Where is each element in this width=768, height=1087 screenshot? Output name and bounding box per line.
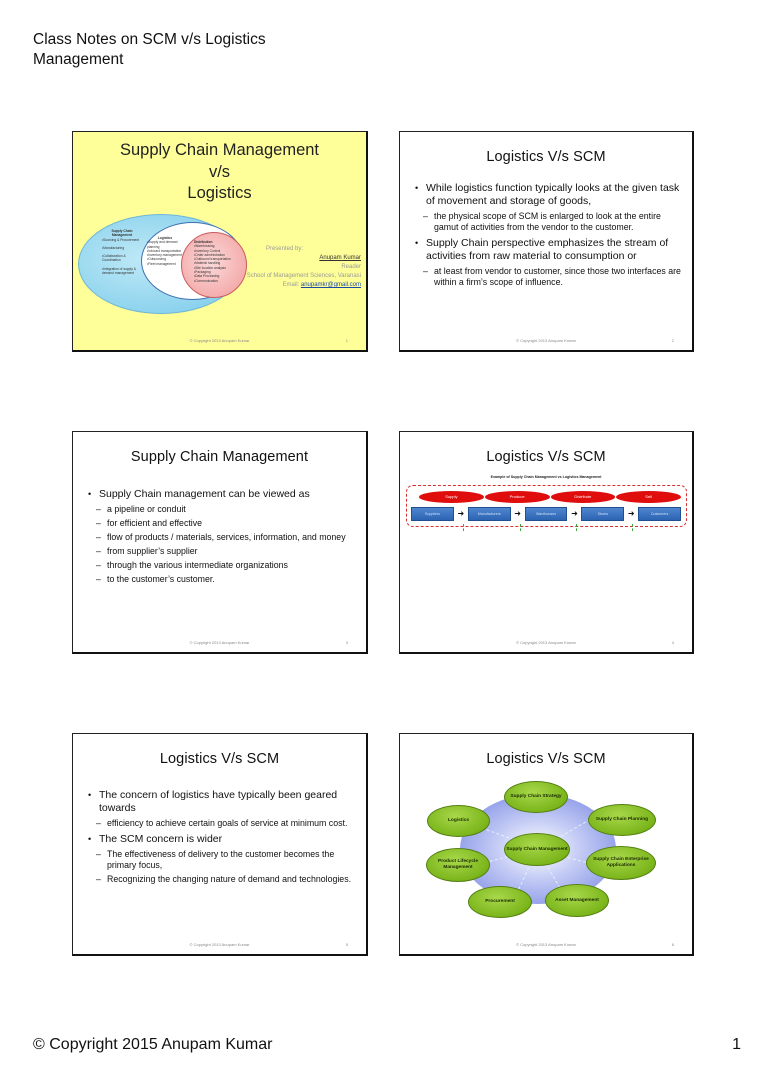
venn-outer-label: Supply Chain Management •Sourcing & Proc… <box>102 229 140 276</box>
sub-bullet: –The effectiveness of delivery to the cu… <box>96 849 335 870</box>
slide-title: Supply Chain Management <box>130 449 309 465</box>
title-line: Logistics <box>187 184 252 202</box>
slide-6: Logistics V/s SCM Supply Chain Managemen… <box>399 733 694 956</box>
bullet: Supply Chain perspective emphasizes the … <box>415 237 682 263</box>
bullet: The SCM concern is wider <box>88 833 356 846</box>
entity-customers: Customers <box>638 507 682 521</box>
presenter-name[interactable]: Anupam Kumar <box>319 255 361 261</box>
node-supply-chain-management: Supply Chain Management <box>504 833 570 866</box>
venn-inner-label: Distribution •Warehousing •Inventory Con… <box>194 240 231 283</box>
sub-bullet: –the physical scope of SCM is enlarged t… <box>423 211 661 232</box>
page-footer: © Copyright 2015 Anupam Kumar 1 <box>33 1036 741 1054</box>
tick-icon <box>576 524 577 531</box>
sub-bullet: –a pipeline or conduit <box>96 504 186 514</box>
arrow-right-icon: ➜ <box>627 509 635 518</box>
node-logistics: Logistics <box>427 805 490 837</box>
stage-produce: Produce <box>484 491 550 503</box>
entity-warehouses: Warehouses <box>524 507 568 521</box>
logistics-ticks <box>400 524 692 532</box>
title-line: v/s <box>208 162 231 181</box>
stage-sell: Sell <box>616 491 681 503</box>
sub-bullet: –to the customer’s customer. <box>96 574 215 584</box>
entity-manufacturers: Manufacturers <box>467 507 511 521</box>
diagram-caption: Example of Supply Chain Management vs Lo… <box>490 475 602 479</box>
node-supply-chain-strategy: Supply Chain Strategy <box>504 781 568 813</box>
presenter-school: School of Management Sciences, Varanasi <box>246 273 361 279</box>
stage-row: Supply Produce Distribute Sell <box>419 491 681 503</box>
slide-footer: © Copyright 2013 Anupam Kumar 3 <box>189 640 348 645</box>
presented-by: Presented by: <box>265 246 303 252</box>
bullet-list: While logistics function typically looks… <box>415 178 682 288</box>
footer-copyright: © Copyright 2015 Anupam Kumar <box>33 1036 273 1053</box>
node-enterprise-applications: Supply Chain Enterprise Applications <box>586 846 656 880</box>
arrow-right-icon: ➜ <box>514 509 521 518</box>
sub-bullet: –at least from vendor to customer, since… <box>423 266 681 287</box>
sub-bullet: –through the various intermediate organi… <box>96 560 288 570</box>
slide-footer: © Copyright 2013 Anupam Kumar 5 <box>189 942 348 947</box>
slide-3: Supply Chain Management Supply Chain man… <box>72 431 368 654</box>
presenter-email: Email: anupamkr@gmail.com <box>282 282 361 288</box>
stage-supply: Supply <box>419 491 484 503</box>
sub-bullet: –from supplier’s supplier <box>96 546 198 556</box>
presenter-block: Presented by: Anupam Kumar Reader School… <box>247 245 361 290</box>
venn-inner-circle <box>181 232 247 298</box>
entity-row: Suppliers ➜ Manufacturers ➜ Warehouses ➜… <box>411 507 682 521</box>
slide-footer: © Copyright 2013 Anupam Kumar 1 <box>189 338 348 343</box>
tick-icon <box>463 524 464 531</box>
slide-1: Supply Chain Management v/s Logistics Su… <box>72 131 368 352</box>
presenter-role: Reader <box>341 264 361 270</box>
bullet: Supply Chain management can be viewed as <box>88 488 356 501</box>
sub-bullet: –for efficient and effective <box>96 518 203 528</box>
sub-bullet: –flow of products / materials, services,… <box>96 532 346 542</box>
slide-5: Logistics V/s SCM The concern of logisti… <box>72 733 368 956</box>
slide-footer: © Copyright 2013 Anupam Kumar 4 <box>516 640 674 645</box>
stage-distribute: Distribute <box>550 491 616 503</box>
slide-footer: © Copyright 2013 Anupam Kumar 6 <box>516 942 674 947</box>
slide-4: Logistics V/s SCM Example of Supply Chai… <box>399 431 694 654</box>
slide-title: Logistics V/s SCM <box>486 149 606 165</box>
entity-suppliers: Suppliers <box>411 507 454 521</box>
bullet: The concern of logistics have typically … <box>88 789 356 815</box>
scm-boundary <box>406 485 687 527</box>
slide-footer: © Copyright 2013 Anupam Kumar 2 <box>516 338 674 343</box>
tick-icon <box>520 524 521 531</box>
sub-bullet: –Recognizing the changing nature of dema… <box>96 874 352 884</box>
node-supply-chain-planning: Supply Chain Planning <box>588 804 656 836</box>
slide-title: Logistics V/s SCM <box>486 751 606 767</box>
node-procurement: Procurement <box>468 886 532 918</box>
slide-title: Logistics V/s SCM <box>159 751 280 767</box>
entity-stores: Stores <box>581 507 625 521</box>
tick-icon <box>632 524 633 531</box>
venn-middle-label: Logistics •Supply and demand planning •I… <box>147 236 182 266</box>
sub-bullet: –efficiency to achieve certain goals of … <box>96 818 348 828</box>
slide-title: Logistics V/s SCM <box>486 449 606 465</box>
slide-2: Logistics V/s SCM While logistics functi… <box>399 131 694 352</box>
bullet: While logistics function typically looks… <box>415 182 682 208</box>
email-link[interactable]: anupamkr@gmail.com <box>300 282 361 288</box>
arrow-right-icon: ➜ <box>571 509 578 518</box>
slide-1-title: Supply Chain Management v/s Logistics <box>73 140 366 205</box>
bullet-list: The concern of logistics have typically … <box>88 785 356 885</box>
arrow-right-icon: ➜ <box>457 509 465 518</box>
document-title: Class Notes on SCM v/s Logistics Managem… <box>33 31 266 68</box>
bullet-list: Supply Chain management can be viewed as… <box>88 484 356 585</box>
title-line: Supply Chain Management <box>119 141 320 159</box>
page-number: 1 <box>732 1036 741 1053</box>
node-product-lifecycle-management: Product Lifecycle Management <box>426 848 490 882</box>
node-asset-management: Asset Management <box>545 884 609 917</box>
